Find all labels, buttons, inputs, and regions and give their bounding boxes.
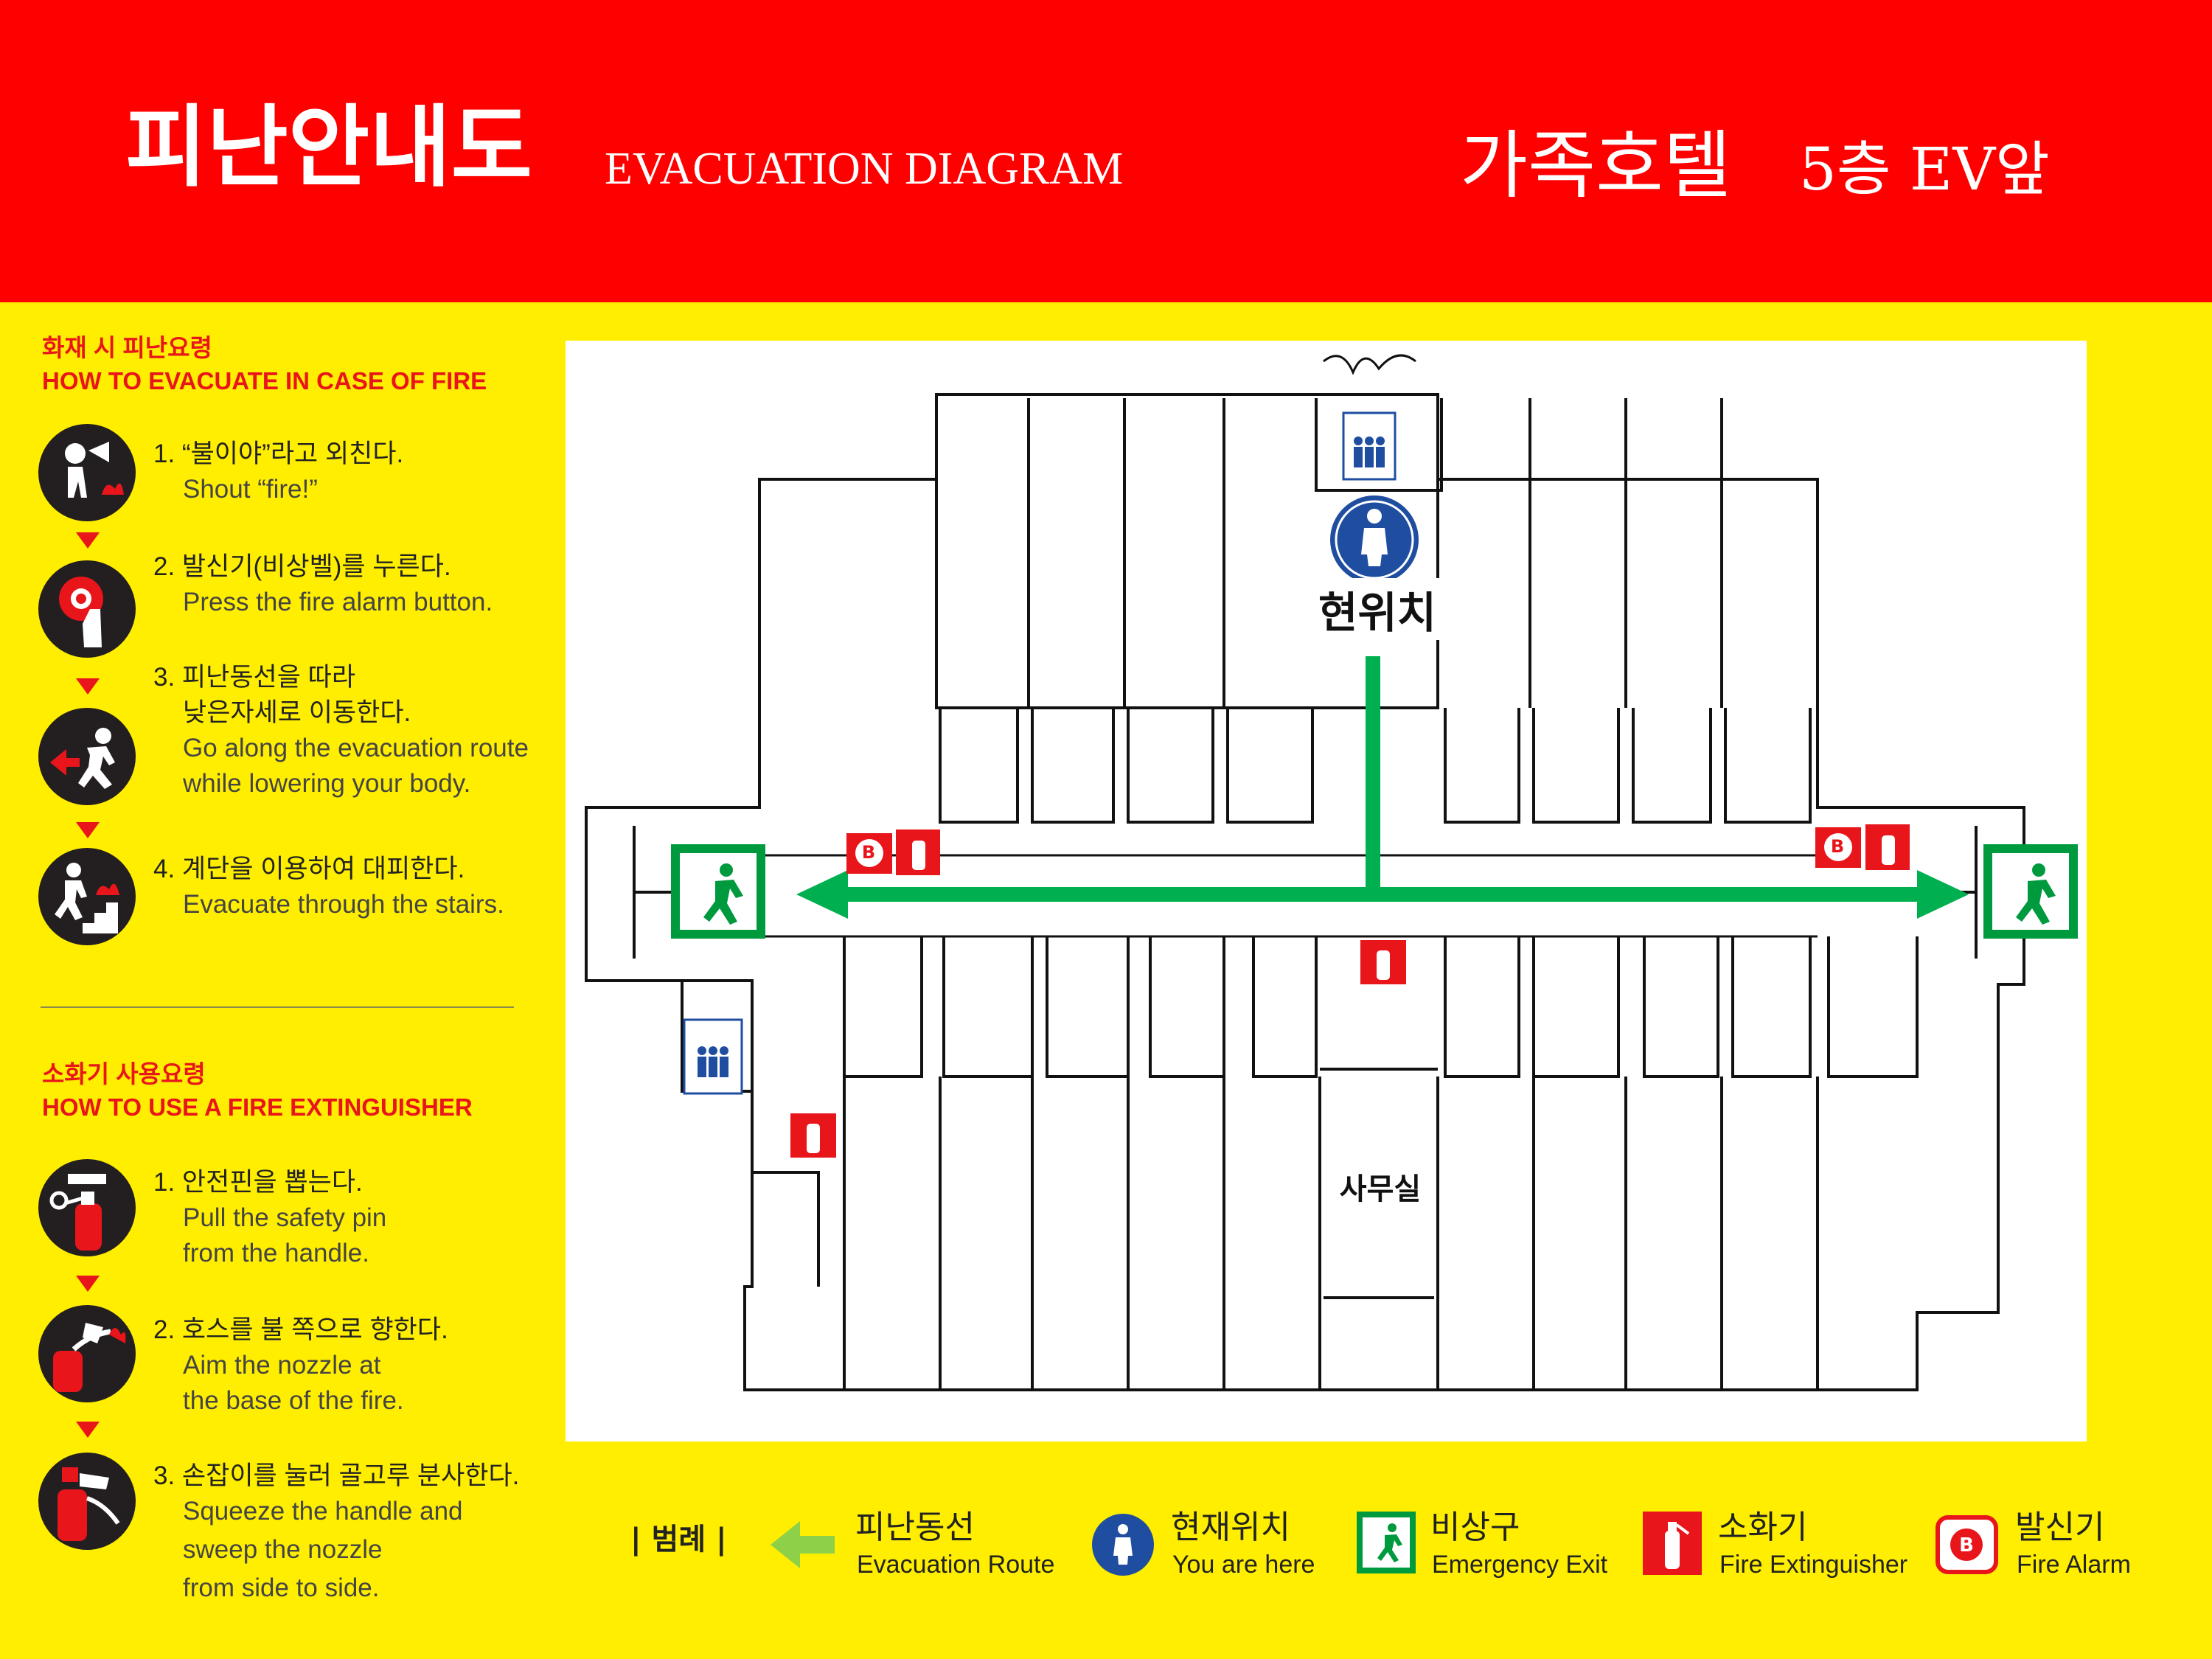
fire-alarm-icon: B bbox=[1935, 1515, 1998, 1574]
step-arrow bbox=[76, 1422, 100, 1438]
ext-step-2: 2. 호스를 불 쪽으로 향한다. Aim the nozzle at the … bbox=[153, 1312, 448, 1419]
extinguisher-section-title: 소화기 사용요령 HOW TO USE A FIRE EXTINGUISHER bbox=[42, 1058, 473, 1124]
ext-step-2-en-line2: the base of the fire. bbox=[183, 1386, 404, 1415]
legend-alarm-ko: 발신기 bbox=[2015, 1509, 2105, 1546]
legend-here-en: You are here bbox=[1172, 1551, 1315, 1579]
fire-extinguisher-lower-left bbox=[790, 1113, 836, 1158]
step-arrow bbox=[76, 1276, 100, 1292]
evacuation-route bbox=[796, 656, 1969, 919]
extinguisher-section-title-en: HOW TO USE A FIRE EXTINGUISHER bbox=[42, 1093, 473, 1121]
title-english: EVACUATION DIAGRAM bbox=[605, 144, 1124, 194]
step-arrow bbox=[76, 532, 100, 549]
squeeze-handle-icon bbox=[38, 1453, 136, 1550]
fire-step-3-ko-line2: 낮은자세로 이동한다. bbox=[183, 698, 411, 727]
legend-title: | 범례 | bbox=[630, 1523, 727, 1557]
ext-step-3-en-line3: from side to side. bbox=[183, 1573, 380, 1602]
fire-section-title: 화재 시 피난요령 HOW TO EVACUATE IN CASE OF FIR… bbox=[42, 332, 487, 397]
you-are-here-icon bbox=[1092, 1514, 1154, 1576]
elevator-top bbox=[1323, 354, 1416, 481]
fire-step-1: 1. “불이야”라고 외친다. Shout “fire!” bbox=[153, 437, 403, 507]
ext-step-2-ko: 2. 호스를 불 쪽으로 향한다. bbox=[153, 1315, 448, 1344]
ext-step-3: 3. 손잡이를 눌러 골고루 분사한다. Squeeze the handle … bbox=[153, 1458, 519, 1606]
fire-step-2: 2. 발신기(비상벨)를 누른다. Press the fire alarm b… bbox=[153, 549, 493, 620]
legend-extinguisher-ko: 소화기 bbox=[1718, 1509, 1808, 1546]
pull-pin-icon bbox=[38, 1159, 136, 1256]
ext-step-1-ko: 1. 안전핀을 뽑는다. bbox=[153, 1168, 363, 1197]
svg-text:B: B bbox=[1959, 1534, 1974, 1557]
fire-extinguisher-left bbox=[896, 830, 940, 875]
floor-plan-drawing bbox=[585, 354, 2078, 1391]
fire-step-2-ko: 2. 발신기(비상벨)를 누른다. bbox=[153, 552, 451, 581]
fire-step-3-en-line2: while lowering your body. bbox=[183, 769, 471, 798]
fire-step-3-en: Go along the evacuation route bbox=[183, 734, 529, 762]
step-arrow bbox=[76, 822, 100, 838]
fire-alarm-right bbox=[1815, 827, 1861, 868]
floor-plan: 현위치 사무실 B B bbox=[566, 341, 2087, 1441]
legend-exit-ko: 비상구 bbox=[1430, 1509, 1520, 1546]
legend-route-ko: 피난동선 bbox=[855, 1509, 975, 1546]
emergency-exit-right bbox=[1983, 844, 2078, 939]
fire-step-4-en: Evacuate through the stairs. bbox=[183, 890, 504, 919]
fire-step-4: 4. 계단을 이용하여 대피한다. Evacuate through the s… bbox=[153, 852, 504, 922]
step-arrow bbox=[76, 678, 100, 695]
legend-here-ko: 현재위치 bbox=[1171, 1509, 1290, 1546]
aim-nozzle-icon bbox=[38, 1305, 136, 1402]
fire-section-title-ko: 화재 시 피난요령 bbox=[42, 334, 212, 361]
stairs-icon bbox=[38, 848, 136, 945]
ext-step-3-en-line2: sweep the nozzle bbox=[183, 1535, 383, 1564]
legend-extinguisher-en: Fire Extinguisher bbox=[1719, 1551, 1908, 1579]
header-banner: 피난안내도 EVACUATION DIAGRAM 가족호텔 5층 EV앞 bbox=[0, 0, 2212, 302]
fire-step-4-ko: 4. 계단을 이용하여 대피한다. bbox=[153, 855, 465, 883]
fire-extinguisher-right bbox=[1865, 824, 1910, 870]
shout-icon bbox=[38, 424, 136, 521]
alarm-button-icon bbox=[38, 560, 136, 658]
fire-step-2-en: Press the fire alarm button. bbox=[183, 588, 493, 616]
ext-step-1-en: Pull the safety pin bbox=[183, 1203, 387, 1232]
ext-step-2-en: Aim the nozzle at bbox=[183, 1351, 381, 1380]
legend-alarm-en: Fire Alarm bbox=[2017, 1551, 2131, 1579]
legend-exit-en: Emergency Exit bbox=[1432, 1551, 1608, 1579]
fire-alarm-left bbox=[846, 833, 892, 874]
fire-alarm-glyph-right: B bbox=[1830, 836, 1845, 857]
fire-step-3: 3. 피난동선을 따라 낮은자세로 이동한다. Go along the eva… bbox=[153, 660, 529, 801]
location-name: 가족호텔 bbox=[1460, 122, 1731, 209]
current-location-label: 현위치 bbox=[1307, 578, 1447, 640]
office-label: 사무실 bbox=[1339, 1172, 1422, 1206]
fire-step-3-ko: 3. 피난동선을 따라 bbox=[153, 663, 356, 692]
fire-step-1-ko: 1. “불이야”라고 외친다. bbox=[153, 439, 404, 468]
ext-step-1: 1. 안전핀을 뽑는다. Pull the safety pin from th… bbox=[153, 1165, 386, 1271]
fire-alarm-glyph-left: B bbox=[861, 842, 876, 863]
location-floor: 5층 EV앞 bbox=[1799, 135, 2050, 204]
ext-step-3-en: Squeeze the handle and bbox=[183, 1497, 463, 1526]
emergency-exit-icon bbox=[1357, 1512, 1416, 1573]
title-korean: 피난안내도 bbox=[125, 95, 532, 199]
fire-extinguisher-center bbox=[1360, 940, 1406, 984]
you-are-here-marker bbox=[1330, 495, 1419, 584]
ext-step-1-en-line2: from the handle. bbox=[183, 1239, 369, 1267]
fire-extinguisher-icon bbox=[1643, 1512, 1702, 1575]
emergency-exit-left bbox=[671, 844, 765, 939]
fire-step-1-en: Shout “fire!” bbox=[183, 475, 318, 504]
fire-section-title-en: HOW TO EVACUATE IN CASE OF FIRE bbox=[42, 366, 487, 394]
legend-route-en: Evacuation Route bbox=[857, 1551, 1055, 1579]
ext-step-3-ko: 3. 손잡이를 눌러 골고루 분사한다. bbox=[153, 1461, 520, 1490]
elevator-left bbox=[683, 1018, 743, 1095]
section-divider bbox=[41, 1006, 514, 1008]
extinguisher-section-title-ko: 소화기 사용요령 bbox=[42, 1060, 206, 1088]
low-run-icon bbox=[38, 708, 136, 805]
evacuation-route-arrow-icon bbox=[771, 1521, 835, 1568]
